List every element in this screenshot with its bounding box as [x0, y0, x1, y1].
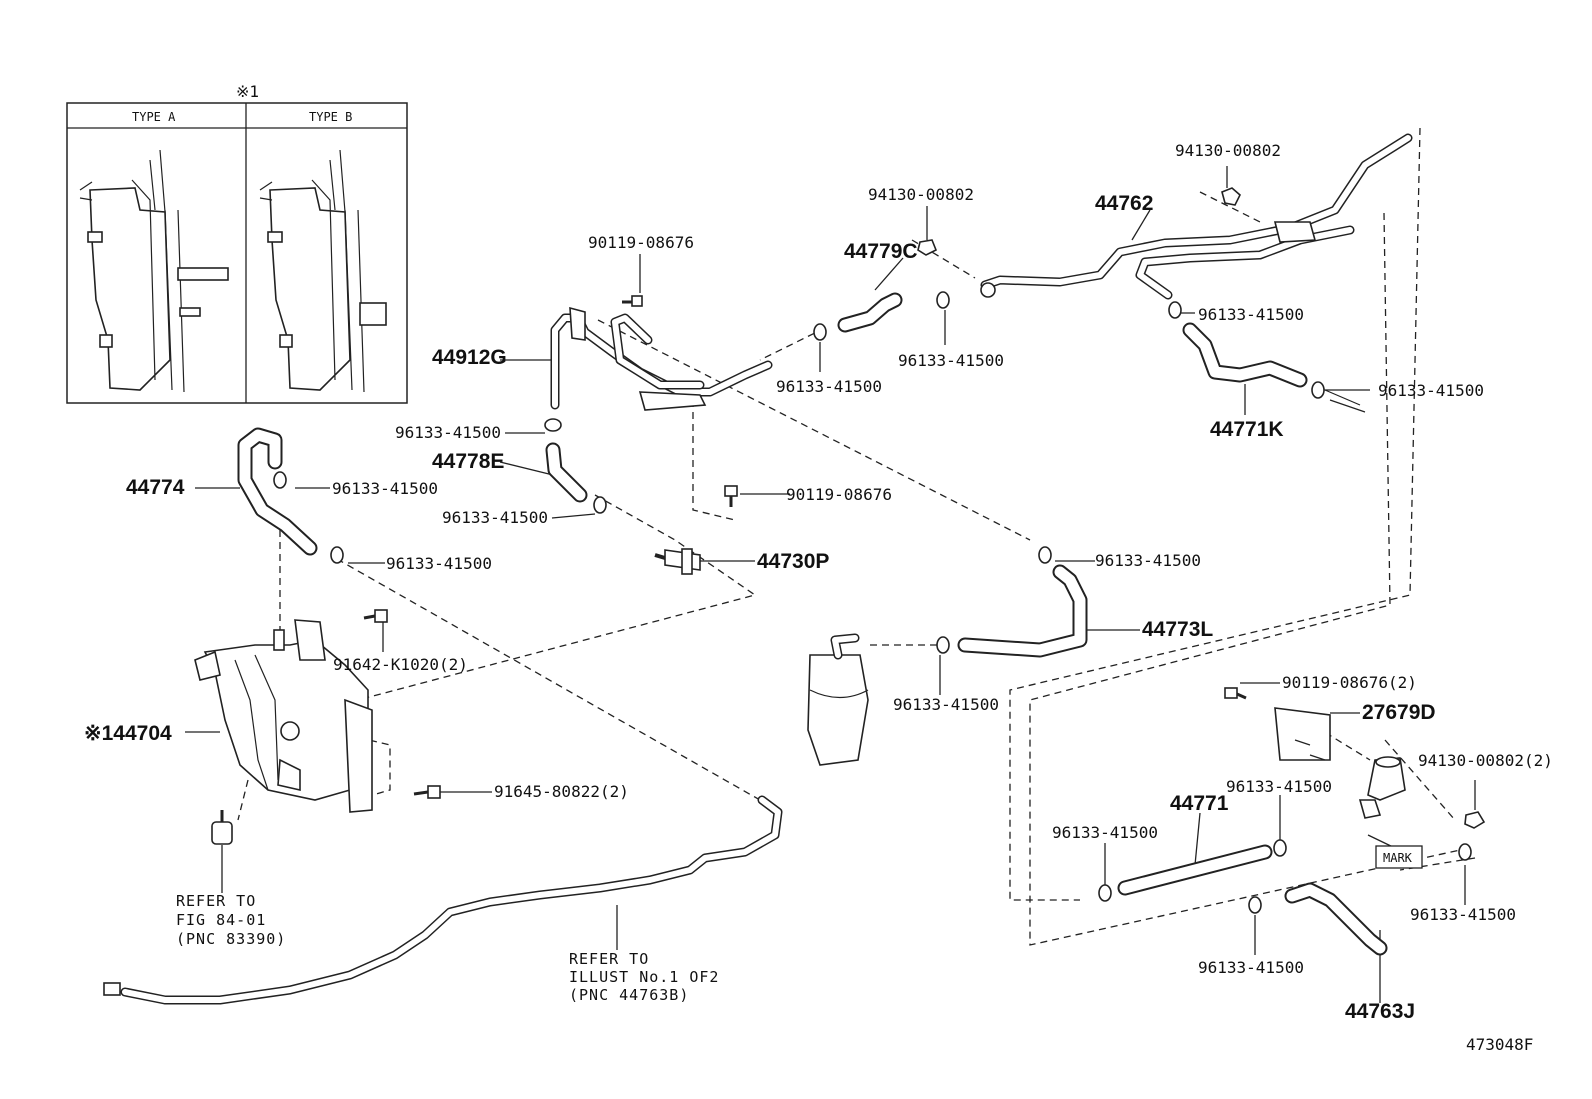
- ref-note-2-line3: (PNC 44763B): [569, 986, 689, 1004]
- label-94130-00802-top: 94130-00802: [1175, 141, 1281, 160]
- label-27679D: 27679D: [1362, 701, 1436, 724]
- clamp: [1273, 839, 1287, 857]
- label-96133-41500-n: 96133-41500: [1198, 958, 1304, 977]
- pipe-bracket-44912G: [550, 306, 773, 411]
- label-96133-41500-l: 96133-41500: [1052, 823, 1158, 842]
- figure-id: 473048F: [1466, 1035, 1533, 1054]
- label-90119-08676-2: 90119-08676(2): [1282, 673, 1417, 692]
- nut-top: [1221, 187, 1241, 206]
- pipe-44762: [980, 133, 1413, 300]
- bolt-91645-80822: [413, 785, 441, 799]
- clamp: [273, 471, 287, 489]
- check-valve-44730P: [654, 548, 701, 575]
- type-a-tank-sketch: [79, 149, 229, 393]
- filter-canister: [807, 633, 869, 766]
- label-44779C: 44779C: [844, 240, 918, 263]
- inset-type-b-label: TYPE B: [309, 110, 352, 124]
- ref-note-1-line2: FIG 84-01: [176, 911, 266, 929]
- ref-note-1-line3: (PNC 83390): [176, 930, 286, 948]
- clamp: [936, 291, 950, 309]
- bracket-27679D: [1274, 707, 1331, 761]
- label-94130-00802-2: 94130-00802(2): [1418, 751, 1553, 770]
- washer-reservoir-44704: [194, 619, 373, 813]
- label-44771: 44771: [1170, 792, 1229, 815]
- valve-with-mark: MARK: [1358, 756, 1423, 869]
- clamp: [1098, 884, 1112, 902]
- clamp: [1458, 843, 1472, 861]
- clamp: [936, 636, 950, 654]
- label-44763J: 44763J: [1345, 1000, 1415, 1023]
- label-44704: ※144704: [84, 722, 172, 745]
- hose-44771K: [1182, 322, 1366, 413]
- label-44774: 44774: [126, 476, 185, 499]
- inset-note-mark: ※1: [236, 82, 259, 101]
- pipe-to-nozzle: [103, 795, 783, 1005]
- leader-lines: [185, 166, 1476, 1003]
- label-96133-41500-j: 96133-41500: [893, 695, 999, 714]
- mark-box: [1375, 845, 1423, 869]
- clamp: [330, 546, 344, 564]
- nut-right: [1464, 811, 1486, 829]
- clamp: [544, 418, 562, 432]
- hose-44778E: [545, 442, 588, 503]
- hose-44779C: [837, 292, 903, 333]
- label-91645-80822: 91645-80822(2): [494, 782, 629, 801]
- label-96133-41500-e: 96133-41500: [395, 423, 501, 442]
- hose-44763J: [1284, 882, 1388, 956]
- type-b-tank-sketch: [259, 149, 387, 393]
- label-44730P: 44730P: [757, 550, 829, 573]
- label-44778E: 44778E: [432, 450, 504, 473]
- hose-44774: [237, 427, 318, 556]
- label-44762: 44762: [1095, 192, 1153, 215]
- bolt-90119-08676-top: [622, 295, 643, 307]
- label-96133-41500-i: 96133-41500: [1095, 551, 1201, 570]
- hose-44773L: [957, 564, 1088, 658]
- hose-clamps: [273, 291, 1472, 914]
- label-96133-41500-k: 96133-41500: [1226, 777, 1332, 796]
- label-44771K: 44771K: [1210, 418, 1284, 441]
- nut-mid: [917, 239, 938, 256]
- clamp: [1168, 301, 1182, 319]
- label-96133-41500-c: 96133-41500: [1198, 305, 1304, 324]
- bolts: [363, 295, 1247, 799]
- clamp: [593, 496, 607, 514]
- label-96133-41500-g: 96133-41500: [442, 508, 548, 527]
- part-labels: 90119-08676 94130-00802 94130-00802 4476…: [84, 141, 1553, 1054]
- clamp: [1311, 381, 1325, 399]
- ref-note-2-line1: REFER TO: [569, 950, 649, 968]
- clamp: [1248, 896, 1262, 914]
- ref-note-2-line2: ILLUST No.1 OF2: [569, 968, 719, 986]
- inset-panel: ※1 TYPE A TYPE B: [66, 82, 408, 404]
- inset-type-a-label: TYPE A: [132, 110, 176, 124]
- mark-label: MARK: [1383, 851, 1413, 865]
- clamp: [813, 323, 827, 341]
- washer-pump: [211, 810, 233, 845]
- label-96133-41500-f: 96133-41500: [332, 479, 438, 498]
- hose-44771: [1117, 844, 1273, 896]
- label-96133-41500-b: 96133-41500: [898, 351, 1004, 370]
- bolt-90119-08676-mid: [724, 485, 738, 507]
- label-96133-41500-m: 96133-41500: [1410, 905, 1516, 924]
- label-96133-41500-a: 96133-41500: [776, 377, 882, 396]
- clamp: [1038, 546, 1052, 564]
- label-90119-08676-mid: 90119-08676: [786, 485, 892, 504]
- bolt-91642-K1020: [363, 609, 388, 623]
- label-90119-08676-top: 90119-08676: [588, 233, 694, 252]
- nuts-94130-00802: [917, 187, 1486, 829]
- label-96133-41500-h: 96133-41500: [386, 554, 492, 573]
- label-91642-K1020: 91642-K1020(2): [333, 655, 468, 674]
- label-94130-00802-mid: 94130-00802: [868, 185, 974, 204]
- label-44773L: 44773L: [1142, 618, 1213, 641]
- label-96133-41500-d: 96133-41500: [1378, 381, 1484, 400]
- bolt-90119-08676-2: [1224, 687, 1247, 700]
- ref-note-1-line1: REFER TO: [176, 892, 256, 910]
- label-44912G: 44912G: [432, 346, 507, 369]
